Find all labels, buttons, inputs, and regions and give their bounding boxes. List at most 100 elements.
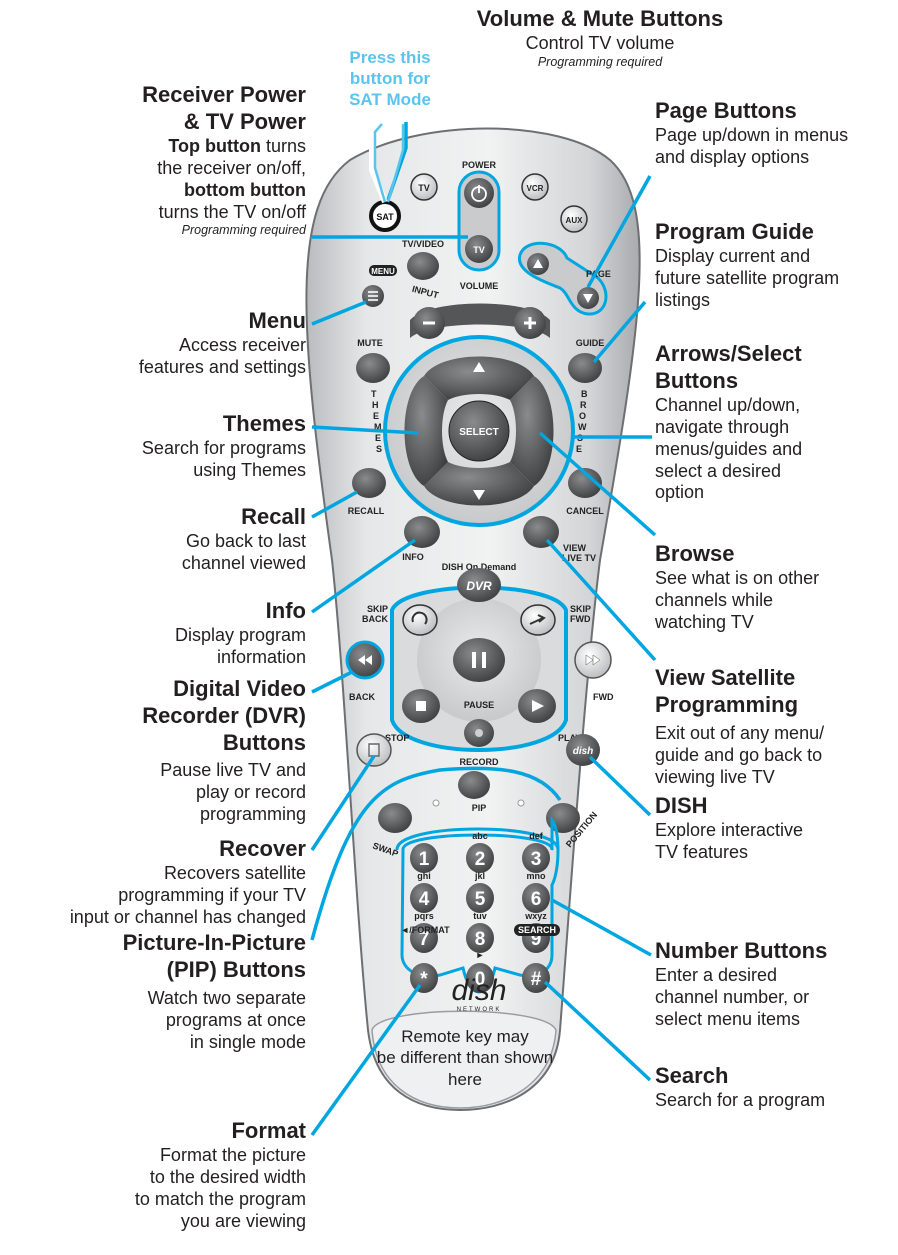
arrows-desc-2: navigate through: [655, 417, 895, 439]
pause-label: PAUSE: [464, 700, 494, 710]
tv-power-button[interactable]: TV: [465, 235, 493, 263]
footer-note-2: be different than shown: [372, 1047, 558, 1068]
search-title: Search: [655, 1063, 895, 1090]
stop-icon: [416, 701, 426, 711]
rewind-button[interactable]: [347, 642, 383, 678]
number-desc-2: channel number, or: [655, 987, 895, 1009]
view-label: VIEW: [563, 543, 587, 553]
page-desc-2: and display options: [655, 147, 895, 169]
stop-button[interactable]: [402, 689, 440, 723]
play-button[interactable]: [518, 689, 556, 723]
key-hash-button[interactable]: #: [522, 963, 550, 993]
aux-mode-button[interactable]: AUX: [561, 206, 587, 232]
format-tag-label: ◄/FORMAT: [400, 925, 450, 935]
key-label: 4: [419, 889, 430, 910]
format-desc-2: to the desired width: [20, 1167, 306, 1189]
volume-down-button[interactable]: [413, 307, 445, 339]
footer-note-1: Remote key may: [372, 1026, 558, 1047]
header-note: Programming required: [440, 55, 760, 70]
skip-back-button[interactable]: [403, 605, 437, 635]
themes-desc-2: using Themes: [20, 460, 306, 482]
dish-callout: DISH Explore interactive TV features: [655, 793, 895, 864]
key-label: 5: [475, 889, 486, 910]
dvr-desc-2: play or record: [20, 782, 306, 804]
skip-back-label: SKIP: [367, 604, 388, 614]
sat-mode-button[interactable]: SAT: [371, 202, 399, 230]
key-label: 2: [475, 849, 486, 870]
receiver-power-button[interactable]: [464, 178, 494, 208]
receiver-power-text-3: turns the TV on/off: [20, 202, 306, 224]
skip-fwd-button[interactable]: [521, 605, 555, 635]
view-sat-desc-2: guide and go back to: [655, 745, 895, 767]
dish-title: DISH: [655, 793, 895, 820]
swap-button[interactable]: [378, 803, 412, 833]
page-up-button[interactable]: [527, 253, 549, 275]
pip-label: PIP: [472, 803, 487, 813]
dvr-desc-3: programming: [20, 804, 306, 826]
key-star-button[interactable]: *: [410, 963, 438, 993]
info-callout: Info Display program information: [20, 598, 306, 669]
record-button[interactable]: [464, 719, 494, 747]
dish-logo-sub: NETWORK: [457, 1007, 502, 1013]
page-down-button[interactable]: [577, 287, 599, 309]
key-letters-label: abc: [472, 831, 488, 841]
view-sat-title-2: Programming: [655, 692, 895, 719]
key-label: 1: [419, 849, 430, 870]
view-sat-desc-3: viewing live TV: [655, 767, 895, 789]
page-desc-1: Page up/down in menus: [655, 125, 895, 147]
menu-callout: Menu Access receiver features and settin…: [20, 308, 306, 379]
pause-button[interactable]: [453, 638, 505, 682]
menu-title: Menu: [20, 308, 306, 335]
key-4-button[interactable]: 4: [410, 883, 438, 913]
input-button[interactable]: [407, 252, 439, 280]
skip-fwd-label: SKIP: [570, 604, 591, 614]
number-desc-1: Enter a desired: [655, 965, 895, 987]
key-label: 8: [475, 929, 486, 950]
select-label: SELECT: [459, 427, 498, 438]
key-5-button[interactable]: 5: [466, 883, 494, 913]
view-live-tv-button[interactable]: [523, 516, 559, 548]
menu-desc-2: features and settings: [20, 357, 306, 379]
key-1-button[interactable]: 1: [410, 843, 438, 873]
arrows-desc-1: Channel up/down,: [655, 395, 895, 417]
vcr-mode-button[interactable]: VCR: [522, 174, 548, 200]
sat-mode-callout-line-1: Press this: [330, 47, 450, 68]
recover-button[interactable]: [357, 734, 391, 766]
key-label: 3: [531, 849, 542, 870]
dvr-callout: Digital Video Recorder (DVR) Buttons Pau…: [20, 676, 306, 826]
recover-title: Recover: [0, 836, 306, 863]
dvr-button[interactable]: DVR: [457, 568, 501, 602]
pip-button[interactable]: [458, 771, 490, 799]
header-desc: Control TV volume: [440, 33, 760, 55]
select-button[interactable]: SELECT: [449, 401, 509, 461]
number-desc-3: select menu items: [655, 1009, 895, 1031]
aux-mode-label: AUX: [566, 216, 584, 225]
format-desc-3: to match the program: [20, 1189, 306, 1211]
format-callout: Format Format the picture to the desired…: [20, 1118, 306, 1233]
record-icon: [475, 729, 483, 737]
key-8-button[interactable]: 8: [466, 923, 494, 953]
key-label: *: [420, 969, 428, 990]
receiver-power-bold-2: bottom button: [184, 180, 306, 200]
format-title: Format: [20, 1118, 306, 1145]
key-letters-label: pqrs: [414, 911, 434, 921]
view-sat-desc-1: Exit out of any menu/: [655, 723, 895, 745]
receiver-power-note: Programming required: [20, 223, 306, 238]
browse-desc-2: channels while: [655, 590, 895, 612]
browse-desc-1: See what is on other: [655, 568, 895, 590]
volume-up-button[interactable]: [514, 307, 546, 339]
format-desc-4: you are viewing: [20, 1211, 306, 1233]
dvr-label: DVR: [466, 579, 492, 593]
key-6-button[interactable]: 6: [522, 883, 550, 913]
vcr-mode-label: VCR: [527, 184, 544, 193]
back-label: BACK: [349, 692, 375, 702]
key-2-button[interactable]: 2: [466, 843, 494, 873]
key-3-button[interactable]: 3: [522, 843, 550, 873]
header-title: Volume & Mute Buttons: [440, 6, 760, 33]
header: Volume & Mute Buttons Control TV volume …: [440, 6, 760, 70]
mute-button[interactable]: [356, 353, 390, 383]
fast-forward-button[interactable]: [575, 642, 611, 678]
tv-mode-button[interactable]: TV: [411, 174, 437, 200]
recover-desc-2: programming if your TV: [0, 885, 306, 907]
receiver-power-text-1: turns: [261, 136, 306, 156]
